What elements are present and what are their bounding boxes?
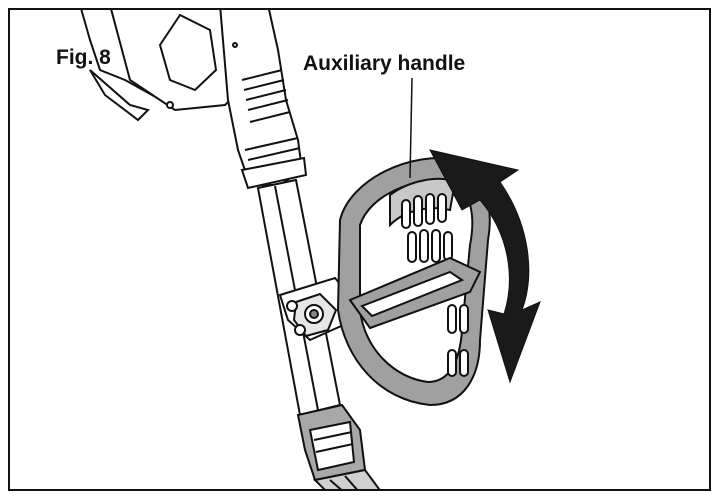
auxiliary-handle <box>336 157 491 407</box>
rotation-arrow-icon <box>429 149 541 384</box>
handle-clamp <box>278 276 357 342</box>
figure-label: Fig. 8 <box>56 46 111 69</box>
trimmer-illustration <box>80 10 541 489</box>
figure-frame: Fig. 8 Auxiliary handle <box>8 8 711 491</box>
callout-auxiliary-handle: Auxiliary handle <box>303 52 466 75</box>
trimmer-upper-housing <box>80 10 304 186</box>
lower-coupling <box>296 403 381 489</box>
callout-leader-line <box>409 77 413 179</box>
upper-grip-rings <box>240 69 308 190</box>
